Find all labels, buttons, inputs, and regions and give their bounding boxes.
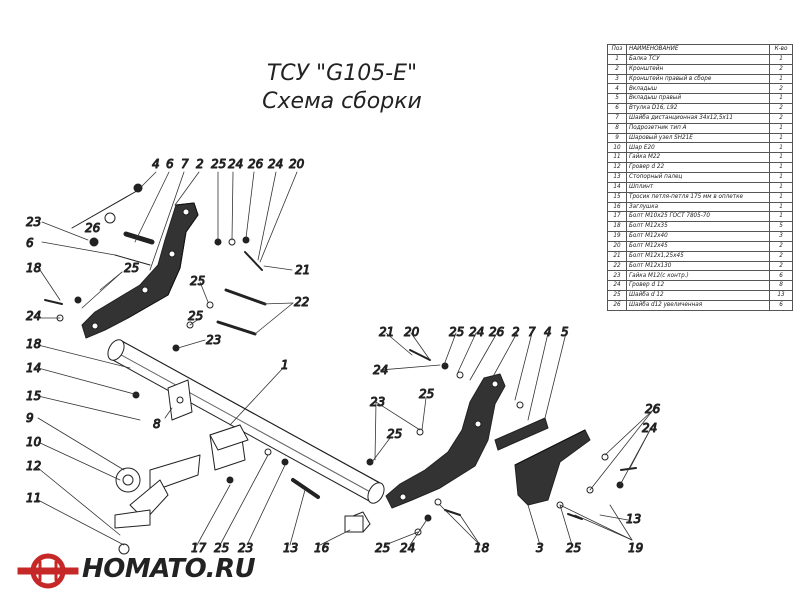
callout-24c: 24	[26, 309, 41, 323]
callout-18: 18	[26, 261, 42, 275]
callout-6: 6	[166, 157, 174, 171]
callout-21: 21	[295, 263, 310, 277]
callout-7b: 7	[528, 325, 536, 339]
callout-24f: 24	[642, 421, 657, 435]
callout-18c: 18	[474, 541, 490, 555]
callout-15: 15	[26, 389, 41, 403]
callout-13b: 13	[626, 512, 641, 526]
callout-17: 17	[191, 541, 207, 555]
callout-10: 10	[26, 435, 42, 449]
callout-labels: 4 6 7 2 25 24 26 24 20 23 6 26 25 18 24 …	[26, 157, 662, 556]
callout-26: 26	[248, 157, 264, 171]
tow-beam	[107, 339, 385, 504]
callout-7: 7	[181, 157, 189, 171]
left-bracket	[81, 202, 199, 339]
callout-20b: 20	[404, 325, 420, 339]
ball-mount	[114, 424, 249, 555]
callout-4: 4	[152, 157, 160, 171]
callout-21b: 21	[379, 325, 394, 339]
callout-25i: 25	[375, 541, 390, 555]
leader-lines	[37, 171, 654, 546]
spec-qty: 6	[769, 299, 793, 311]
callout-2b: 2	[512, 325, 520, 339]
fasteners	[44, 183, 637, 536]
callout-25e: 25	[419, 387, 434, 401]
title-line-2: Схема сборки	[262, 89, 422, 114]
callout-26b: 26	[85, 221, 101, 235]
callout-20: 20	[289, 157, 305, 171]
callout-12: 12	[26, 459, 41, 473]
callout-25g: 25	[449, 325, 464, 339]
callout-2: 2	[196, 157, 204, 171]
callout-5: 5	[561, 325, 569, 339]
callout-1: 1	[281, 358, 289, 372]
callout-25b: 25	[124, 261, 139, 275]
callout-22: 22	[294, 295, 309, 309]
callout-25: 25	[211, 157, 226, 171]
callout-8: 8	[153, 417, 161, 431]
callout-13: 13	[283, 541, 298, 555]
callout-25h: 25	[566, 541, 581, 555]
callout-25j: 25	[214, 541, 229, 555]
callout-24e: 24	[469, 325, 484, 339]
callout-25c: 25	[190, 274, 205, 288]
callout-23b: 23	[206, 333, 221, 347]
callout-26d: 26	[645, 402, 661, 416]
callout-4b: 4	[544, 325, 552, 339]
callout-6b: 6	[26, 236, 34, 250]
title-line-1: ТСУ "G105-E"	[266, 61, 418, 86]
site-logo: HOMATO.RU	[12, 548, 256, 594]
callout-3: 3	[536, 541, 544, 555]
callout-18b: 18	[26, 337, 42, 351]
logo-emblem	[17, 553, 79, 589]
callout-24b: 24	[268, 157, 283, 171]
callout-23d: 23	[238, 541, 253, 555]
callout-14: 14	[26, 361, 41, 375]
right-insert	[494, 417, 549, 451]
callout-23: 23	[26, 215, 41, 229]
callout-11: 11	[26, 491, 41, 505]
callout-24g: 24	[400, 541, 415, 555]
callout-25d: 25	[188, 309, 203, 323]
callout-24: 24	[228, 157, 243, 171]
callout-16: 16	[314, 541, 330, 555]
callout-9: 9	[26, 411, 34, 425]
diagram-title: ТСУ "G105-E" Схема сборки	[262, 60, 422, 116]
callout-24d: 24	[373, 363, 388, 377]
callout-26c: 26	[489, 325, 505, 339]
callout-19: 19	[628, 541, 643, 555]
callout-23c: 23	[370, 395, 385, 409]
right-bracket-assembly	[514, 429, 591, 506]
right-bracket	[385, 373, 506, 509]
logo-text: HOMATO.RU	[82, 554, 256, 584]
callout-25f: 25	[387, 427, 402, 441]
